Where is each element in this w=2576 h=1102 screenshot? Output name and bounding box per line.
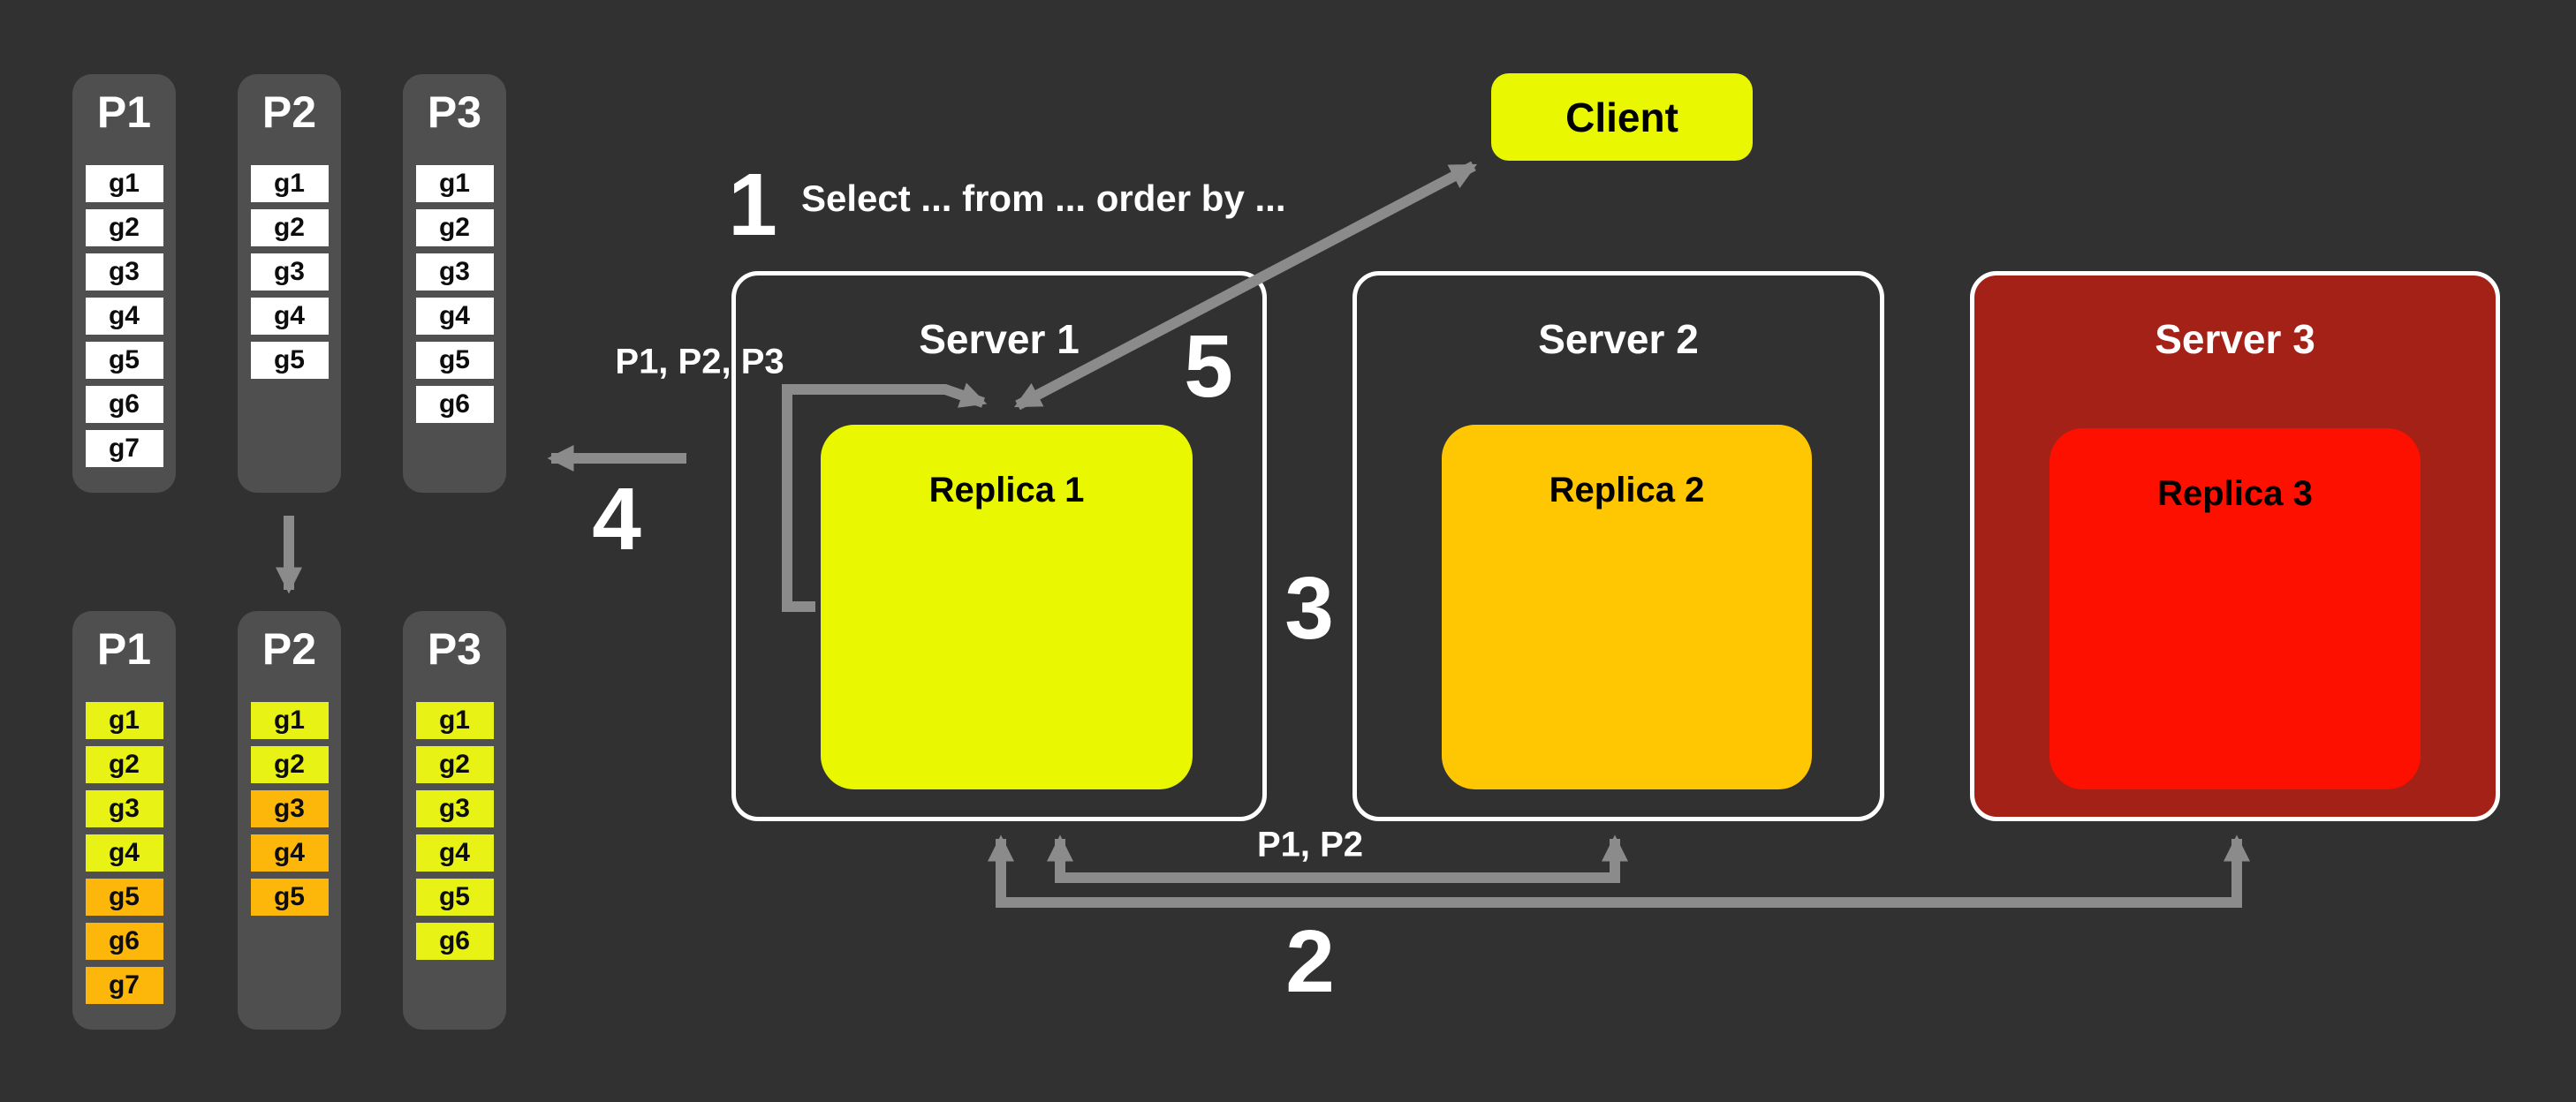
group-box-g4: g4 [250,298,329,335]
group-list: g1 g2 g3 g4 g5 g6 g7 [72,165,176,467]
group-box-g5: g5 [415,879,494,916]
group-box-g5: g5 [415,342,494,379]
group-box-g2: g2 [85,746,163,783]
group-box-g3: g3 [415,790,494,827]
server-3-title: Server 3 [2155,316,2315,362]
group-box-g1: g1 [85,702,163,739]
group-box-g5: g5 [85,342,163,379]
step-4-number: 4 [592,470,641,569]
partitions-sorted-group: P1 g1 g2 g3 g4 g5 g6 g7 P2 g1 g2 g3 g4 g5 P3 g1 g2 g3 g4 g5… [72,611,514,1030]
replica-2-box: Replica 2 [1442,425,1812,789]
group-box-g3: g3 [415,253,494,291]
group-box-g1: g1 [250,165,329,202]
partitions-sync-label: P1, P2 [1256,825,1364,864]
server-2-title: Server 2 [1538,316,1699,362]
step-2-number: 2 [1285,912,1335,1011]
replica-1-box: Replica 1 [821,425,1193,789]
group-box-g3: g3 [85,253,163,291]
group-box-g2: g2 [250,209,329,246]
partition-column-p2: P2 g1 g2 g3 g4 g5 [238,74,341,493]
client-box: Client [1491,73,1753,161]
group-box-g4: g4 [415,834,494,872]
partition-title: P2 [261,87,317,137]
group-box-g5: g5 [250,879,329,916]
partition-title: P3 [427,624,482,674]
group-box-g7: g7 [85,967,163,1004]
partition-column-p3: P3 g1 g2 g3 g4 g5 g6 [403,74,506,493]
group-box-g3: g3 [250,253,329,291]
group-box-g5: g5 [250,342,329,379]
group-box-g6: g6 [85,923,163,960]
group-box-g3: g3 [250,790,329,827]
server-3-box: Server 3 Replica 3 [1970,271,2500,821]
group-box-g2: g2 [415,209,494,246]
scatter-arrow-server3 [988,834,2250,908]
replica-3-box: Replica 3 [2049,428,2421,789]
group-box-g2: g2 [85,209,163,246]
group-box-g6: g6 [415,923,494,960]
partitions-unsorted-group: P1 g1 g2 g3 g4 g5 g6 g7 P2 g1 g2 g3 g4 g5 P3 g1 g2 g3 g4 g5… [72,74,514,493]
client-label: Client [1565,94,1678,140]
group-box-g3: g3 [85,790,163,827]
partition-title: P1 [96,87,152,137]
group-box-g1: g1 [85,165,163,202]
step-1-number: 1 [728,155,777,254]
partition-title: P1 [96,624,152,674]
group-box-g1: g1 [415,702,494,739]
group-list: g1 g2 g3 g4 g5 g6 g7 [72,702,176,1004]
group-box-g4: g4 [415,298,494,335]
partition-title: P3 [427,87,482,137]
step-5-number: 5 [1184,317,1233,416]
group-box-g2: g2 [415,746,494,783]
partitions-in-label: P1, P2, P3 [615,342,784,381]
replica-1-title: Replica 1 [928,471,1085,509]
partition-column-p2: P2 g1 g2 g3 g4 g5 [238,611,341,1030]
group-list: g1 g2 g3 g4 g5 g6 [403,165,506,423]
group-box-g5: g5 [85,879,163,916]
group-box-g7: g7 [85,430,163,467]
query-caption: Select ... from ... order by ... [801,177,1286,219]
group-box-g6: g6 [85,386,163,423]
server-2-box: Server 2 Replica 2 [1352,271,1884,821]
step-3-number: 3 [1284,559,1334,658]
replica-2-title: Replica 2 [1549,471,1705,509]
replica-3-title: Replica 3 [2157,474,2313,513]
group-box-g6: g6 [415,386,494,423]
group-list: g1 g2 g3 g4 g5 [238,165,341,379]
partition-column-p1: P1 g1 g2 g3 g4 g5 g6 g7 [72,611,176,1030]
group-box-g4: g4 [85,298,163,335]
partition-column-p3: P3 g1 g2 g3 g4 g5 g6 [403,611,506,1030]
partition-column-p1: P1 g1 g2 g3 g4 g5 g6 g7 [72,74,176,493]
group-box-g1: g1 [415,165,494,202]
group-list: g1 g2 g3 g4 g5 g6 [403,702,506,960]
group-box-g4: g4 [250,834,329,872]
group-box-g2: g2 [250,746,329,783]
group-box-g4: g4 [85,834,163,872]
group-box-g1: g1 [250,702,329,739]
partition-title: P2 [261,624,317,674]
group-list: g1 g2 g3 g4 g5 [238,702,341,916]
